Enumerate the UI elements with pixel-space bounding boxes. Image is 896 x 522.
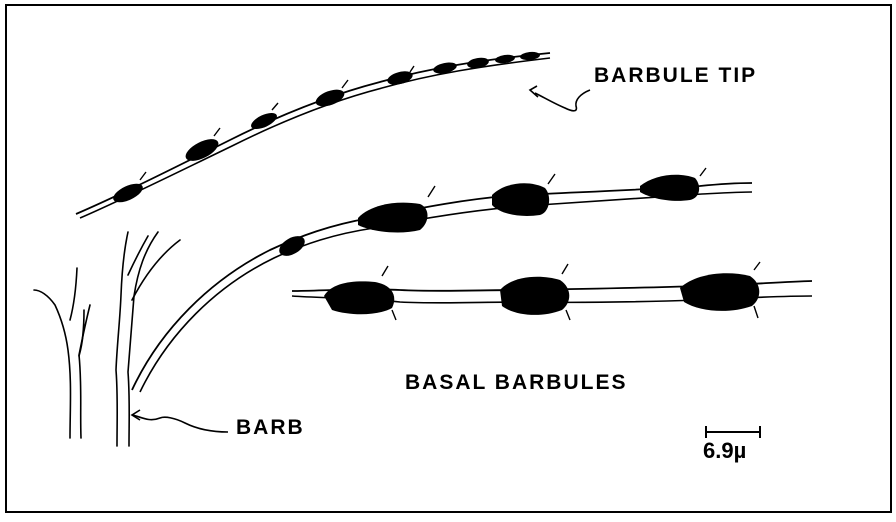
basal-barbule-chain <box>292 262 812 320</box>
scale-label: 6.9µ <box>703 440 746 462</box>
barbule-tip-chain <box>76 51 550 218</box>
tip-pointer-arrowhead <box>530 86 538 97</box>
barb-label: BARB <box>236 417 305 438</box>
barb-pointer-arrowhead <box>132 410 140 420</box>
basal-barbules-label: BASAL BARBULES <box>405 372 627 393</box>
scale-bar <box>706 426 760 438</box>
barbule-tip-label: BARBULE TIP <box>594 65 757 86</box>
barb-pointer <box>133 415 228 432</box>
tip-pointer <box>535 90 590 111</box>
barb-stems <box>34 232 180 446</box>
middle-barbule-chain <box>132 168 752 392</box>
figure-frame <box>6 5 891 512</box>
